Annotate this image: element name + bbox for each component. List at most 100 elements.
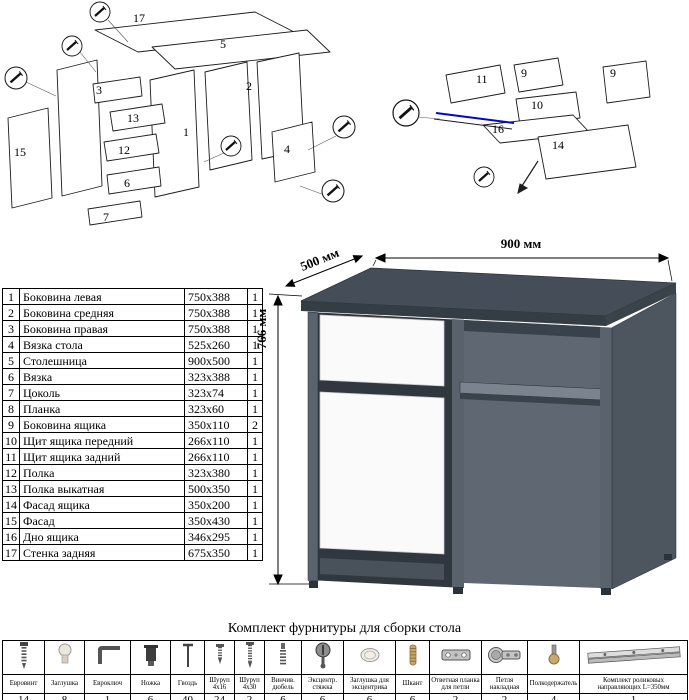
hardware-qty: 4 bbox=[527, 693, 580, 700]
hardware-icon-row bbox=[2, 640, 688, 675]
left-side-panel-shape bbox=[56, 59, 103, 197]
desk-top-right-edge bbox=[606, 283, 676, 326]
table-row: 15 Фасад 350x430 1 bbox=[2, 512, 263, 529]
part-size: 323x380 bbox=[184, 464, 248, 481]
hardware-qty: 24 bbox=[204, 693, 235, 700]
hardware-name: Евроключ bbox=[84, 674, 131, 694]
part-number: 12 bbox=[2, 464, 20, 481]
shelf-panel-shape bbox=[109, 103, 166, 132]
hardware-name: Шкант bbox=[395, 674, 430, 694]
roller-guides-icon bbox=[586, 646, 681, 664]
roller-guide-rail bbox=[433, 118, 513, 130]
part-name: Дно ящика bbox=[19, 528, 185, 545]
part-size: 525x260 bbox=[184, 336, 248, 353]
part-number: 10 bbox=[2, 432, 20, 449]
part-number: 2 bbox=[2, 304, 20, 321]
desk-leg bbox=[309, 581, 318, 588]
cam-cover-icon bbox=[360, 648, 379, 662]
left-side-panel bbox=[307, 311, 319, 582]
table-row: 5 Столешница 900x500 1 bbox=[2, 352, 263, 369]
drawer-front bbox=[319, 314, 445, 387]
part-size: 500x350 bbox=[184, 480, 248, 497]
table-row: 6 Вязка 323x388 1 bbox=[2, 368, 263, 385]
part-size: 323x74 bbox=[184, 384, 248, 401]
screw-dowel-icon bbox=[280, 643, 286, 666]
part-number: 5 bbox=[2, 352, 20, 369]
dimension-lines bbox=[268, 253, 673, 586]
part-label: 10 bbox=[531, 98, 543, 112]
part-size: 350x200 bbox=[184, 496, 248, 513]
tie-strip-shape bbox=[106, 166, 162, 195]
part-name: Боковина правая bbox=[19, 320, 185, 337]
part-label: 11 bbox=[476, 72, 488, 86]
hardware-qty: 1 bbox=[84, 693, 131, 700]
part-label: 9 bbox=[610, 66, 616, 80]
part-label: 13 bbox=[127, 111, 139, 125]
hardware-name: Ножка bbox=[130, 674, 171, 694]
height-dimension-label: 766 мм bbox=[254, 308, 269, 350]
drawer-facade-shape bbox=[537, 124, 637, 180]
part-name: Планка bbox=[19, 400, 185, 417]
plinth bbox=[320, 558, 444, 580]
table-row: 16 Дно ящика 346x295 1 bbox=[2, 528, 263, 545]
desk-body bbox=[300, 267, 677, 595]
part-qty: 1 bbox=[247, 400, 263, 417]
rollout-shelf-shape bbox=[103, 133, 160, 162]
part-label: 4 bbox=[284, 142, 290, 156]
callout-leader bbox=[417, 116, 441, 120]
hinge-plate-icon bbox=[441, 649, 470, 661]
hardware-qty: 2 bbox=[429, 693, 482, 700]
hardware-qty: 2 bbox=[481, 693, 528, 700]
hardware-name: Гвоздь bbox=[170, 674, 205, 694]
hardware-qty-row: 14 8 1 6 40 24 2 6 6 6 6 2 2 4 1 bbox=[2, 693, 688, 700]
part-label: 2 bbox=[246, 79, 252, 93]
part-number: 17 bbox=[2, 544, 20, 561]
table-row: 11 Щит ящика задний 266x110 1 bbox=[2, 448, 263, 465]
part-number: 1 bbox=[2, 288, 20, 305]
desk-illustration: 900 мм 500 мм 766 мм bbox=[254, 236, 689, 606]
table-row: 7 Цоколь 323x74 1 bbox=[2, 384, 263, 401]
hardware-qty: 1 bbox=[579, 693, 688, 700]
exploded-view-desk: 17 5 3 2 13 12 6 7 15 1 4 bbox=[0, 0, 385, 255]
wood-dowel-icon bbox=[409, 644, 416, 666]
width-dimension-label: 900 мм bbox=[500, 236, 542, 251]
hardware-name: Шуруп 4x30 bbox=[234, 674, 265, 694]
part-name: Щит ящика задний bbox=[19, 448, 185, 465]
part-number: 8 bbox=[2, 400, 20, 417]
part-size: 346x295 bbox=[184, 528, 248, 545]
part-label: 7 bbox=[103, 210, 109, 224]
middle-panel bbox=[452, 319, 464, 588]
part-number: 3 bbox=[2, 320, 20, 337]
table-row: 17 Стенка задняя 675x350 1 bbox=[2, 544, 263, 561]
part-name: Полка bbox=[19, 464, 185, 481]
keyboard-tray-shadow bbox=[460, 393, 604, 406]
hardware-kit-title: Комплект фурнитуры для сборки стола bbox=[227, 621, 462, 636]
part-name: Цоколь bbox=[19, 384, 185, 401]
part-name: Вязка стола bbox=[19, 336, 185, 353]
hardware-name: Эксцентр. стяжка bbox=[301, 674, 344, 694]
table-row: 4 Вязка стола 525x260 1 bbox=[2, 336, 263, 353]
assembly-arrow bbox=[517, 160, 539, 194]
screw-4x16-icon bbox=[215, 644, 224, 664]
hardware-qty: 6 bbox=[264, 693, 302, 700]
part-name: Фасад bbox=[19, 512, 185, 529]
hardware-qty: 14 bbox=[2, 693, 45, 700]
exploded-view-desk-drawing bbox=[3, 0, 357, 226]
parts-table: 1 Боковина левая 750x388 1 2 Боковина ср… bbox=[2, 288, 263, 561]
part-size: 350x430 bbox=[184, 512, 248, 529]
part-number: 11 bbox=[2, 448, 20, 465]
part-number: 6 bbox=[2, 368, 20, 385]
part-qty: 1 bbox=[247, 368, 263, 385]
assembly-guide-lines bbox=[25, 19, 337, 197]
desk-leg bbox=[453, 587, 463, 594]
part-label: 14 bbox=[552, 138, 564, 152]
part-number: 4 bbox=[2, 336, 20, 353]
exploded-view-drawer-drawing bbox=[391, 57, 651, 194]
hinge-icon bbox=[487, 647, 520, 663]
roller-guide-highlight bbox=[435, 112, 515, 124]
hardware-qty: 8 bbox=[44, 693, 85, 700]
part-label: 5 bbox=[220, 37, 226, 51]
drawer-back-shield-shape bbox=[445, 64, 506, 104]
hardware-name: Заглушка bbox=[44, 674, 85, 694]
part-name: Щит ящика передний bbox=[19, 432, 185, 449]
